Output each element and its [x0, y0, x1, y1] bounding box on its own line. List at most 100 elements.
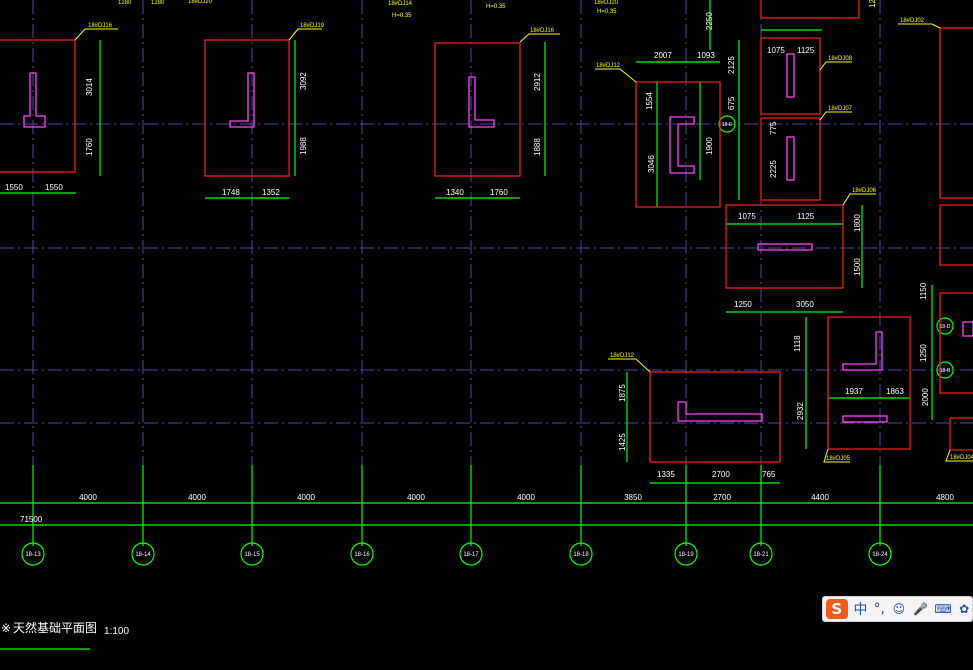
- top-note: H=0.35: [392, 13, 412, 19]
- axis-bubble: [936, 361, 954, 379]
- axis-bubble: [131, 542, 155, 566]
- bay-dimension: 3850: [624, 493, 642, 502]
- footing-dimension: 2225: [769, 160, 778, 178]
- bay-dimension: 4000: [188, 493, 206, 502]
- footing-dimension: 1550: [5, 183, 23, 192]
- ime-status-bar[interactable]: S 中 °, ☺ 🎤 ⌨ ✿: [822, 596, 973, 622]
- ime-punct-toggle[interactable]: °,: [873, 601, 885, 617]
- footing-outline: [635, 81, 721, 208]
- footing-outline: [760, 37, 821, 115]
- footing-dimension: 3014: [85, 78, 94, 96]
- axis-bubble: [459, 542, 483, 566]
- axis-bubble: [749, 542, 773, 566]
- footing-outline: [949, 417, 973, 451]
- drawing-title: 天然基础平面图: [13, 620, 97, 635]
- axis-label: 18-13: [25, 552, 41, 558]
- bay-dimension: 4000: [517, 493, 535, 502]
- footing-dimension: 1118: [793, 335, 802, 352]
- emoji-icon[interactable]: ☺: [892, 602, 906, 616]
- footing-dimension: 765: [762, 470, 776, 479]
- footing-dimension: 2125: [727, 56, 736, 74]
- footing-dimension: 1340: [446, 188, 464, 197]
- top-note: 1280: [118, 0, 132, 6]
- bay-dimension: 4000: [79, 493, 97, 502]
- footing-tag: 18#DJ02: [900, 18, 925, 24]
- axis-label: 18-18: [573, 552, 589, 558]
- footing-dimension: 675: [727, 96, 736, 110]
- tag-leaders: [74, 23, 973, 463]
- drawing-scale: 1:100: [104, 626, 129, 637]
- footing-dimension: 1900: [705, 137, 714, 155]
- footing-dimension: 2932: [796, 402, 805, 420]
- axis-label: 18-17: [463, 552, 479, 558]
- footing-outline: [760, 0, 860, 19]
- footing-tag: 18#DJ12: [596, 63, 621, 69]
- skin-icon[interactable]: ✿: [959, 602, 970, 616]
- footing-dimension: 1075: [738, 212, 756, 221]
- axis-label: 18-21: [753, 552, 769, 558]
- footing-outline: [939, 204, 973, 266]
- column-shape: [786, 53, 795, 98]
- axis-bubble: [718, 115, 736, 133]
- footing-dimension: 3092: [299, 72, 308, 90]
- footing-dimension: 2912: [533, 73, 542, 91]
- axis-bubble: [936, 317, 954, 335]
- bay-dimension: 4800: [936, 493, 954, 502]
- footing-dimension: 1425: [618, 433, 627, 451]
- overall-dimension: 71500: [20, 515, 43, 524]
- column-shape: [23, 72, 46, 128]
- axis-bubble: [868, 542, 892, 566]
- footing-dimension: 2000: [921, 388, 930, 406]
- top-note: 18#DJ20: [594, 0, 619, 6]
- footing-dimension: 2007: [654, 51, 672, 60]
- side-axis-label: 18-E: [722, 122, 733, 128]
- footing-dimension: 2250: [705, 12, 714, 30]
- footing-tag: 18#DJ19: [300, 23, 325, 29]
- axis-label: 18-14: [135, 552, 151, 558]
- footing-dimension: 1550: [45, 183, 63, 192]
- footing-dimension: 1554: [645, 92, 654, 110]
- sogou-logo-icon[interactable]: S: [826, 599, 848, 619]
- footing-tag: 18#DJ12: [610, 353, 635, 359]
- keyboard-icon[interactable]: ⌨: [934, 602, 952, 616]
- footing-dimension: 1500: [853, 258, 862, 276]
- footing-dimension: 1988: [299, 137, 308, 155]
- column-shape: [669, 116, 695, 174]
- column-shape: [757, 243, 813, 251]
- bay-dimension: 4400: [811, 493, 829, 502]
- footing-dimension: 1760: [85, 138, 94, 156]
- footing-outline: [725, 204, 844, 289]
- footing-dimension: 1250: [734, 300, 752, 309]
- footing-dimension: 1937: [845, 387, 863, 396]
- side-axis-label: 18-D: [940, 324, 951, 330]
- footing-tag: 18#DJ04: [950, 455, 973, 461]
- ime-mode-toggle[interactable]: 中: [853, 602, 868, 618]
- column-shape: [962, 321, 973, 337]
- footing-outline: [0, 39, 76, 173]
- axis-bubble: [240, 542, 264, 566]
- bay-dimension: 4000: [407, 493, 425, 502]
- axis-bubble: [569, 542, 593, 566]
- footing-dimension: 1800: [853, 214, 862, 232]
- footing-dimension: 1760: [490, 188, 508, 197]
- footing-tag: 18#DJ16: [530, 28, 555, 34]
- footing-dimension: 1250: [919, 344, 928, 362]
- footing-dimension: 1150: [919, 282, 928, 300]
- bay-dimension: 4000: [297, 493, 315, 502]
- axis-label: 18-19: [678, 552, 694, 558]
- microphone-icon[interactable]: 🎤: [913, 602, 928, 616]
- top-note: H=0.35: [597, 9, 617, 15]
- dimension-axes: [0, 0, 973, 650]
- axis-label: 18-15: [244, 552, 260, 558]
- footing-dimension: 1863: [886, 387, 904, 396]
- footing-tag: 18#DJ05: [826, 456, 851, 462]
- footing-dimension: 3050: [796, 300, 814, 309]
- footing-tag: 18#DJ08: [828, 56, 853, 62]
- drawing-title-prefix: ※: [1, 621, 11, 635]
